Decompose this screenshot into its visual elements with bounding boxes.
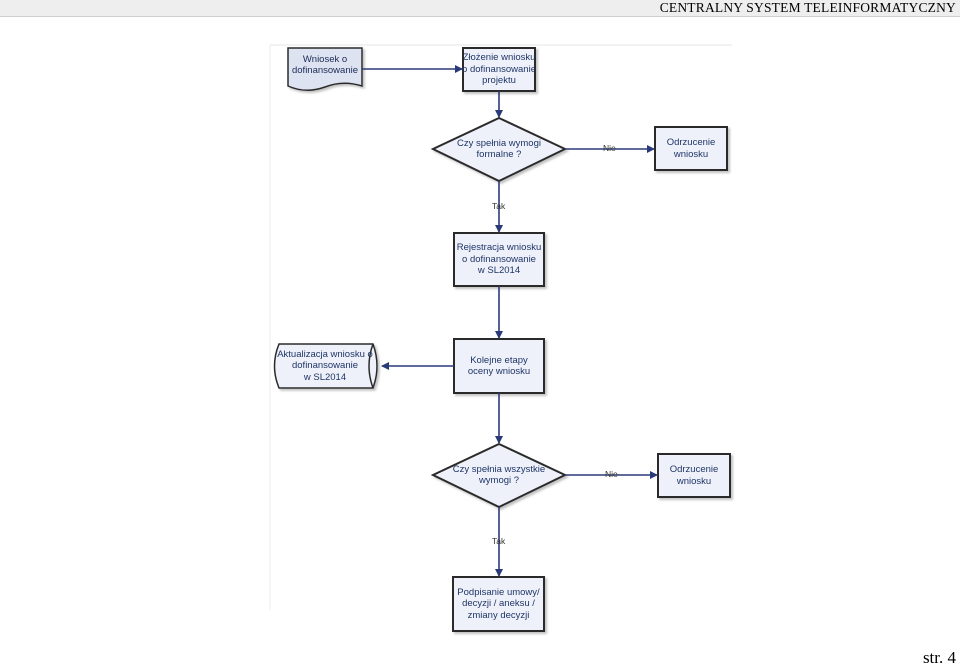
podpisanie-label: Podpisanie umowy/decyzji / aneksu /zmian… xyxy=(453,577,544,631)
node-text-line: projektu xyxy=(482,75,516,87)
document-header-title: CENTRALNY SYSTEM TELEINFORMATYCZNY xyxy=(659,0,956,15)
node-text-line: dofinansowanie xyxy=(291,65,359,76)
decision2-no-label: Nie xyxy=(605,469,618,479)
node-text-line: Wniosek o xyxy=(302,53,348,65)
node-text-line: wniosku xyxy=(676,475,712,487)
node-text-line: wymogi ? xyxy=(478,475,520,486)
node-text-line: formalne ? xyxy=(476,149,522,160)
page-number: str. 4 xyxy=(922,648,956,667)
node-text-line: dofinansowanie xyxy=(291,360,359,372)
decision1-yes-label: Tak xyxy=(492,201,506,211)
node-text-line: Czy spełnia wymogi xyxy=(457,137,541,149)
wniosek-document-shape xyxy=(287,47,363,91)
node-text-line: w SL2014 xyxy=(303,371,347,383)
podpisanie-box xyxy=(452,576,545,632)
decision1-no-label: Nie xyxy=(603,143,616,153)
node-text-line: Podpisanie umowy/ xyxy=(457,586,540,598)
node-text-line: zmiany decyzji xyxy=(467,609,530,621)
aktualizacja-storage-curve xyxy=(368,343,374,389)
node-text-line: wniosku xyxy=(673,148,709,160)
odrzucenie2-box xyxy=(657,453,731,498)
node-text-line: decyzji / aneksu / xyxy=(462,598,535,610)
node-text-line: o dofinansowanie xyxy=(462,253,536,265)
node-text-line: Odrzucenie xyxy=(669,464,719,475)
node-text-line: Czy spełnia wszystkie xyxy=(452,463,546,475)
node-text-line: o dofinansowanie xyxy=(462,63,536,75)
node-text-line: Odrzucenie xyxy=(666,137,716,148)
node-text-line: Aktualizacja wniosku o xyxy=(277,348,373,360)
node-text-line: w SL2014 xyxy=(477,265,521,277)
decision2-yes-label: Tak xyxy=(492,536,506,546)
node-text-line: Złożenie wniosku xyxy=(462,52,536,64)
node-text-line: Kolejne etapy xyxy=(470,354,528,366)
node-text-line: oceny wniosku xyxy=(467,366,531,377)
odrzucenie1-box xyxy=(654,126,728,171)
node-text-line: Rejestracja wniosku xyxy=(456,242,542,254)
header-bar xyxy=(0,0,960,17)
